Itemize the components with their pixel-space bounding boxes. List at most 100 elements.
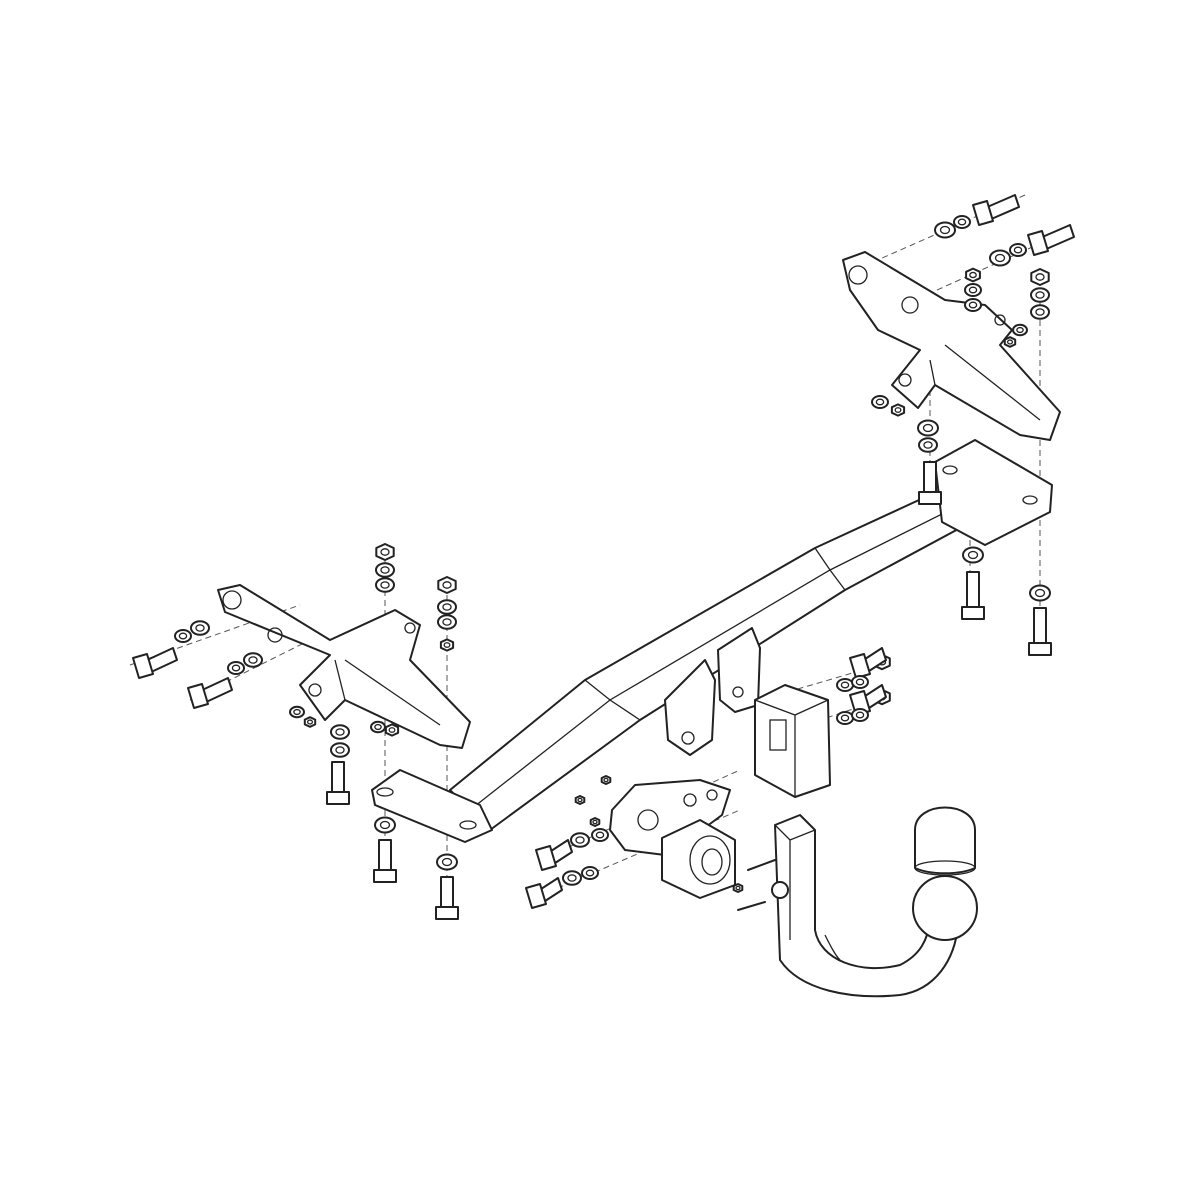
crossbar-beam — [449, 487, 976, 831]
ball-mount-plates — [664, 627, 761, 756]
bolt-head — [525, 883, 547, 909]
washer — [375, 577, 395, 593]
washer-hole — [195, 624, 205, 632]
washer — [581, 866, 599, 880]
bolt-shaft — [440, 876, 454, 908]
bolt-head — [1027, 230, 1049, 256]
bolt-head — [435, 906, 459, 920]
hex-nut — [965, 267, 981, 283]
hex-nut — [574, 795, 586, 805]
washer — [917, 419, 939, 437]
washer — [190, 620, 210, 636]
washer-hole — [231, 664, 241, 672]
washer — [1009, 243, 1027, 257]
washer — [989, 249, 1011, 267]
washer — [964, 283, 982, 297]
washer — [1029, 584, 1051, 602]
washer-hole — [178, 632, 188, 640]
washer-hole — [922, 423, 934, 433]
bolt-shaft — [966, 571, 980, 608]
washer-hole — [248, 656, 258, 664]
washer — [953, 215, 971, 229]
washer — [918, 437, 938, 453]
washer-hole — [374, 723, 382, 731]
bolt-head — [535, 845, 557, 871]
washer-hole — [968, 286, 978, 294]
bolt-shaft — [331, 761, 345, 793]
washer-hole — [379, 820, 391, 830]
washer — [964, 298, 982, 312]
washer-hole — [441, 857, 453, 867]
nut-hole — [306, 719, 314, 725]
hex-nut — [732, 883, 744, 893]
washer — [227, 661, 245, 675]
washer-hole — [994, 253, 1006, 263]
washer — [243, 652, 263, 668]
hex-nut — [890, 403, 906, 417]
washer-hole — [968, 301, 978, 309]
bolt-head — [849, 653, 871, 679]
washer-hole — [1035, 291, 1045, 299]
washer — [436, 853, 458, 871]
washer — [437, 599, 457, 615]
hex-nut — [384, 723, 400, 737]
washer — [934, 221, 956, 239]
nut-hole — [443, 642, 451, 648]
washer — [591, 828, 609, 842]
hex-nut — [600, 775, 612, 785]
washer-hole — [1013, 246, 1023, 254]
nut-hole — [1006, 339, 1014, 345]
hex-nut — [303, 716, 317, 728]
bolt-head — [132, 653, 154, 679]
nut-hole — [388, 727, 396, 733]
right-mounting-bracket — [842, 251, 1061, 441]
washer-hole — [939, 225, 951, 235]
washer-hole — [875, 398, 885, 406]
nut-hole — [603, 777, 609, 783]
bolt-head — [961, 606, 985, 620]
bolt-head — [972, 200, 994, 226]
washer-hole — [1034, 588, 1046, 598]
receiver-housing — [754, 684, 831, 798]
washer-hole — [442, 603, 452, 611]
axis-line — [914, 229, 1071, 301]
washer — [374, 816, 396, 834]
washer-hole — [442, 618, 452, 626]
hex-nut — [439, 638, 455, 652]
washer — [871, 395, 889, 409]
washer-hole — [585, 869, 595, 877]
nut-hole — [969, 271, 977, 279]
bolt-head — [1028, 642, 1052, 656]
right-end-plate — [934, 439, 1053, 546]
washer — [1030, 304, 1050, 320]
washer-hole — [1035, 308, 1045, 316]
washer — [330, 724, 350, 740]
washer-hole — [567, 874, 577, 882]
bolt-head — [187, 683, 209, 709]
tow-ball-neck — [771, 814, 978, 998]
hex-nut — [437, 576, 457, 594]
washer — [437, 614, 457, 630]
washer — [962, 546, 984, 564]
bolt-head — [918, 491, 942, 505]
bolt-head — [373, 869, 397, 883]
hex-nut — [1030, 268, 1050, 286]
screw — [747, 859, 776, 871]
nut-hole — [894, 407, 902, 413]
washer-hole — [575, 836, 585, 844]
washer — [851, 708, 869, 722]
washer — [836, 678, 854, 692]
screw — [737, 901, 766, 911]
left-mounting-bracket — [217, 584, 471, 749]
nut-hole — [380, 548, 390, 556]
washer — [370, 720, 386, 734]
washer-hole — [923, 441, 933, 449]
bolt-shaft — [923, 461, 937, 493]
washer-hole — [840, 714, 850, 722]
hex-nut — [1003, 336, 1017, 348]
washer-hole — [293, 708, 301, 716]
washer — [1012, 323, 1028, 337]
bolt-shaft — [378, 839, 392, 871]
washer-hole — [840, 681, 850, 689]
